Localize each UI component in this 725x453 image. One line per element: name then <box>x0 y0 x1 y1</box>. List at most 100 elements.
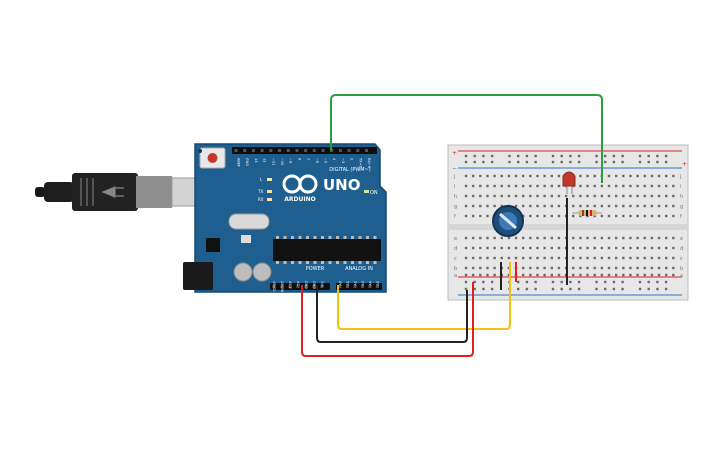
red-led <box>562 171 576 194</box>
potentiometer <box>492 205 524 237</box>
breadboard-hole <box>622 204 625 208</box>
breadboard-hole <box>514 184 518 188</box>
breadboard-hole <box>507 194 511 198</box>
breadboard-hole <box>551 154 555 158</box>
breadboard-hole <box>612 280 616 284</box>
digital-pin-hole <box>347 149 351 152</box>
breadboard-hole <box>586 246 589 250</box>
digital-pin-label: ~3 <box>341 158 345 163</box>
breadboard-hole <box>522 273 525 277</box>
breadboard-hole <box>647 280 650 284</box>
breadboard-hole <box>643 266 646 270</box>
breadboard-hole <box>493 266 496 270</box>
breadboard-hole <box>664 154 668 158</box>
breadboard-hole <box>471 246 475 250</box>
breadboard-hole <box>643 256 646 260</box>
breadboard-hole <box>557 174 561 178</box>
breadboard-hole <box>593 246 596 250</box>
breadboard-hole <box>665 273 668 277</box>
row-letter: e <box>454 236 457 242</box>
breadboard-hole <box>473 287 476 291</box>
breadboard-hole <box>672 256 675 260</box>
digital-pin-hole <box>312 149 316 152</box>
breadboard-hole <box>464 236 468 240</box>
breadboard-hole <box>550 236 553 240</box>
analog-pin-hole <box>338 285 342 288</box>
capacitor <box>233 262 253 282</box>
power-pin-label: 5V <box>297 280 301 285</box>
breadboard-hole <box>636 236 639 240</box>
breadboard-hole <box>514 256 518 260</box>
breadboard-hole <box>550 204 553 208</box>
breadboard-hole <box>536 194 539 198</box>
breadboard-hole <box>622 174 625 178</box>
breadboard-hole <box>607 174 611 178</box>
breadboard-hole <box>647 287 650 291</box>
row-letter: d <box>454 246 457 252</box>
breadboard-hole <box>534 160 537 164</box>
breadboard-hole <box>557 256 561 260</box>
row-letter: f <box>454 214 456 220</box>
breadboard-hole <box>486 236 489 240</box>
breadboard-hole <box>557 246 561 250</box>
digital-pin-label: ~10 <box>280 158 284 165</box>
digital-pin-hole <box>338 149 342 152</box>
breadboard-hole <box>471 174 475 178</box>
breadboard-hole <box>629 256 632 260</box>
breadboard-hole <box>550 194 553 198</box>
power-pin-hole <box>312 285 316 288</box>
breadboard-hole <box>577 160 581 164</box>
breadboard-hole <box>486 246 489 250</box>
power-pin-hole <box>304 285 308 288</box>
breadboard-hole <box>482 280 485 284</box>
breadboard-hole <box>604 280 607 284</box>
breadboard-hole <box>525 280 529 284</box>
breadboard-hole <box>657 184 661 188</box>
breadboard-hole <box>479 214 482 218</box>
breadboard-hole <box>557 184 561 188</box>
breadboard-hole <box>593 184 596 188</box>
breadboard-hole <box>464 204 468 208</box>
breadboard-hole <box>657 266 661 270</box>
breadboard-hole <box>607 246 611 250</box>
breadboard-hole <box>464 154 468 158</box>
breadboard-hole <box>517 280 520 284</box>
breadboard-hole <box>636 246 639 250</box>
breadboard-hole <box>464 256 468 260</box>
breadboard-hole <box>665 194 668 198</box>
breadboard-hole <box>629 184 632 188</box>
breadboard-hole <box>586 256 589 260</box>
breadboard-hole <box>657 246 661 250</box>
row-letter: e <box>680 236 683 242</box>
breadboard-hole <box>536 256 539 260</box>
breadboard-hole <box>593 236 596 240</box>
breadboard-hole <box>522 246 525 250</box>
breadboard-hole <box>543 246 546 250</box>
breadboard-hole <box>614 194 618 198</box>
breadboard-hole <box>657 273 661 277</box>
digital-header-label: DIGITAL (PWM~) <box>329 167 371 173</box>
breadboard-hole <box>636 214 639 218</box>
breadboard-hole <box>607 236 611 240</box>
row-letter: g <box>454 204 457 210</box>
breadboard-hole <box>643 184 646 188</box>
breadboard-hole <box>586 194 589 198</box>
breadboard-hole <box>672 204 675 208</box>
red-wire <box>301 282 474 357</box>
analog-pin-hole <box>361 285 364 288</box>
breadboard-hole <box>500 236 503 240</box>
rail-minus-label: − <box>452 165 457 172</box>
power-pin-label: GND <box>305 281 309 289</box>
analog-pin-label: A4 <box>369 280 373 285</box>
breadboard-hole <box>536 266 539 270</box>
breadboard-hole <box>543 214 546 218</box>
breadboard-hole <box>672 184 675 188</box>
breadboard-hole <box>614 214 618 218</box>
usb-cable <box>35 173 221 211</box>
power-pin-hole <box>280 285 284 288</box>
breadboard-hole <box>550 266 553 270</box>
breadboard-hole <box>482 160 485 164</box>
breadboard-hole <box>471 194 475 198</box>
breadboard-hole <box>604 160 607 164</box>
row-letter: b <box>680 266 683 272</box>
